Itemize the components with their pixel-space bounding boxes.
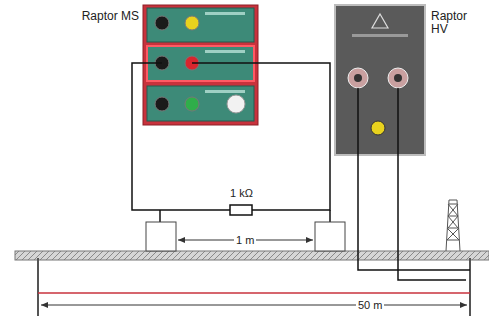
ground-rod	[37, 258, 39, 316]
resistor-symbol	[230, 205, 252, 215]
black-wire	[159, 210, 161, 222]
ground-surface	[15, 251, 489, 260]
black-wire	[192, 63, 330, 210]
black-wire	[132, 63, 230, 210]
black-wire	[358, 88, 470, 270]
device-panel: Raptor MS	[143, 5, 258, 125]
device-label: Raptor MS	[79, 10, 139, 23]
ground-rod	[469, 258, 471, 316]
transmission-tower	[446, 200, 460, 251]
dimension-label: 1 m	[234, 234, 256, 247]
electrode-block	[146, 222, 176, 251]
raptor-hv-panel	[335, 5, 425, 155]
black-wire	[398, 88, 466, 280]
red-wire	[38, 292, 470, 294]
resistor-value: 1 kΩ	[228, 187, 255, 200]
device-panel: Raptor HV	[335, 5, 425, 155]
dimension-label: 50 m	[356, 299, 384, 312]
black-wire	[329, 210, 331, 222]
raptor-ms-panel	[143, 5, 258, 125]
dimension-line	[41, 305, 467, 306]
device-label: Raptor HV	[431, 10, 487, 36]
electrode-block	[315, 222, 345, 251]
